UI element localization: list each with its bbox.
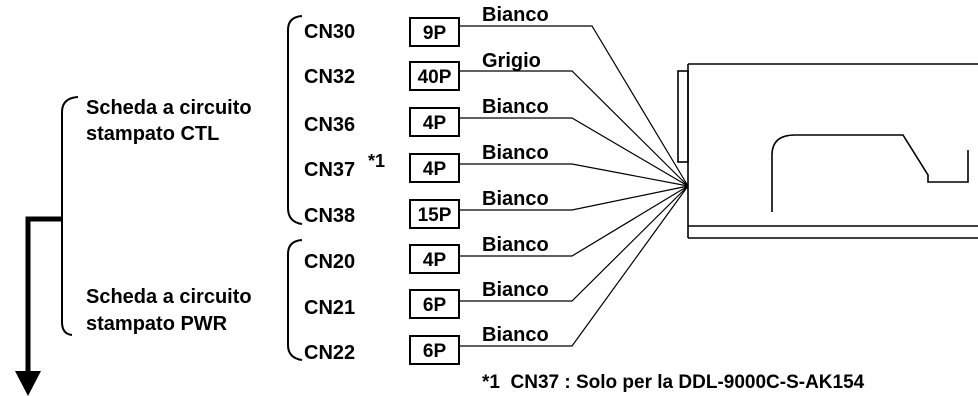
- connector-label: CN37: [304, 159, 355, 181]
- connector-label: CN20: [304, 251, 355, 273]
- pin-count-label: 4P: [423, 250, 447, 271]
- wire-color-label: Bianco: [482, 234, 549, 256]
- pin-count-label: 6P: [423, 295, 447, 316]
- output-arrow-line: [25, 216, 62, 375]
- cn-ctl-group-bracket: [287, 15, 303, 225]
- pin-box: 6P: [409, 335, 460, 365]
- pin-count-label: 9P: [423, 23, 447, 44]
- pin-box: 15P: [409, 199, 460, 229]
- wire-color-label: Bianco: [482, 96, 549, 118]
- pin-box: 6P: [409, 289, 460, 319]
- pin-count-label: 4P: [423, 113, 447, 134]
- wire-color-label: Bianco: [482, 188, 549, 210]
- footnote: *1 CN37 : Solo per la DDL-9000C-S-AK154: [482, 372, 865, 393]
- pin-count-label: 40P: [418, 67, 452, 88]
- pin-count-label: 15P: [418, 205, 452, 226]
- cn-pwr-group-bracket: [287, 239, 303, 361]
- pin-box: 4P: [409, 153, 460, 183]
- pwr-board-label-line2: stampato PWR: [86, 313, 228, 335]
- pin-box: 40P: [409, 61, 460, 91]
- connector-label: CN21: [304, 297, 355, 319]
- pin-box: 4P: [409, 107, 460, 137]
- down-arrow-icon: [15, 371, 41, 396]
- connector-label: CN36: [304, 114, 355, 136]
- pin-box: 9P: [409, 17, 460, 47]
- pin-box: 4P: [409, 244, 460, 274]
- wire-leaders: [459, 25, 689, 347]
- wire-color-label: Bianco: [482, 279, 549, 301]
- ctl-board-label-line1: Scheda a circuito: [86, 97, 252, 119]
- connector-label: CN30: [304, 21, 355, 43]
- footnote-mark: *1: [368, 151, 385, 171]
- connector-label: CN22: [304, 342, 355, 364]
- ctl-board-bracket: [61, 96, 79, 336]
- wire-color-label: Bianco: [482, 142, 549, 164]
- sewing-machine-icon: [677, 63, 978, 239]
- pin-count-label: 6P: [423, 341, 447, 362]
- pwr-board-label-line1: Scheda a circuito: [86, 286, 252, 308]
- pin-count-label: 4P: [423, 159, 447, 180]
- wire-color-label: Grigio: [482, 50, 541, 72]
- connector-label: CN38: [304, 205, 355, 227]
- connector-label: CN32: [304, 66, 355, 88]
- ctl-board-label-line2: stampato CTL: [86, 123, 219, 145]
- wire-color-label: Bianco: [482, 4, 549, 26]
- wire-color-label: Bianco: [482, 324, 549, 346]
